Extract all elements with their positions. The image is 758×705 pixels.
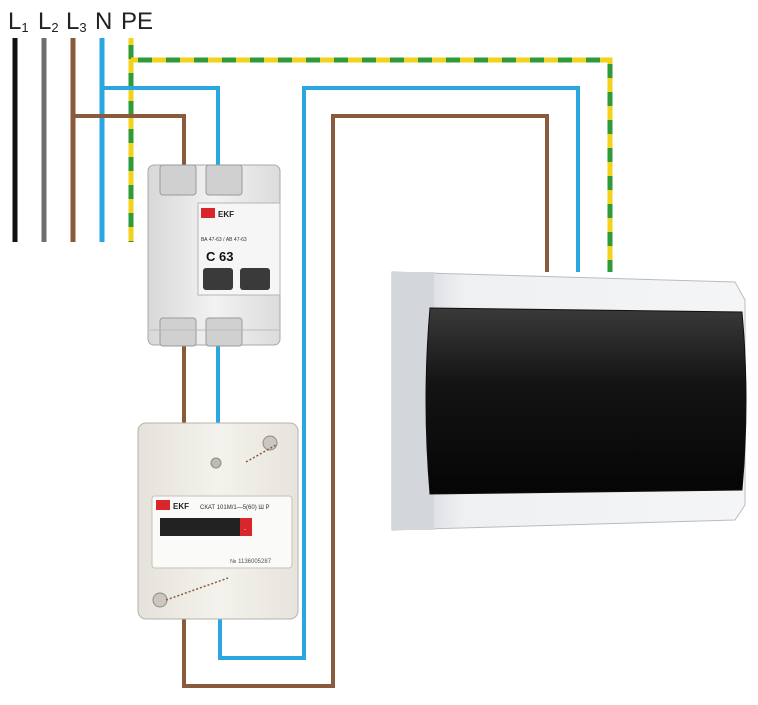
meter-brand-logo (156, 500, 170, 510)
label-l1: L1 (8, 8, 29, 35)
svg-text:.: . (244, 523, 246, 532)
meter-counter (160, 518, 252, 536)
label-l2: L2 (38, 8, 59, 35)
label-pe: PE (121, 8, 154, 35)
wire-l3-tap (73, 114, 186, 170)
wire-l3-out (182, 114, 549, 688)
wire-n-out (218, 86, 580, 660)
meter-brand: EKF (173, 502, 189, 511)
circuit-breaker: EKF ВА 47-63 / АВ 47-63 C 63 (147, 164, 281, 347)
enclosure-door (425, 307, 747, 495)
meter-model: СКАТ 101М/1—5(60) Ш Р (200, 505, 270, 511)
breaker-rating: C 63 (206, 249, 233, 264)
breaker-toggle-2 (240, 268, 270, 290)
breaker-model: ВА 47-63 / АВ 47-63 (201, 237, 247, 243)
breaker-brand: EKF (218, 210, 234, 219)
meter-serial: № 1136005287 (230, 558, 272, 565)
wire-n-tap (102, 86, 220, 170)
electricity-meter: EKF СКАТ 101М/1—5(60) Ш Р . № 1136005287 (137, 422, 299, 620)
distribution-enclosure (391, 271, 747, 531)
wire-pe-run-yellow (131, 57, 613, 272)
breaker-brand-logo (201, 208, 215, 218)
label-l3: L3 (66, 8, 87, 35)
breaker-toggle-1 (203, 268, 233, 290)
label-n: N (95, 8, 113, 35)
